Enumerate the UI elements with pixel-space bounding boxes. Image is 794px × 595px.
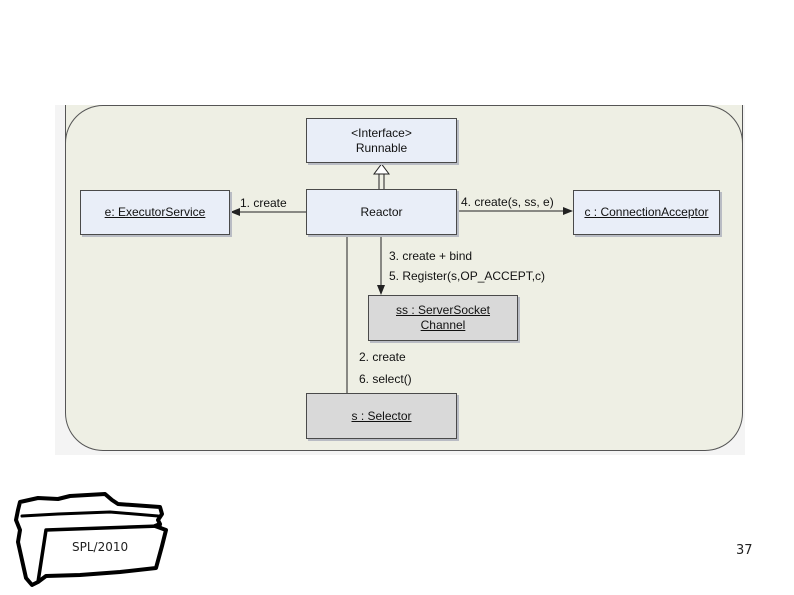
- server-socket-channel-box: ss : ServerSocket Channel: [368, 295, 518, 341]
- server-socket-line2: Channel: [420, 318, 466, 332]
- label-register: 5. Register(s,OP_ACCEPT,c): [389, 269, 546, 283]
- label-create-acceptor: 4. create(s, ss, e): [461, 195, 554, 209]
- label-select: 6. select(): [359, 372, 412, 386]
- label-create-bind: 3. create + bind: [389, 249, 473, 263]
- footer-course-label: SPL/2010: [72, 540, 129, 554]
- runnable-interface-box: <Interface> Runnable: [306, 118, 457, 163]
- folder-logo-icon: [14, 492, 168, 587]
- runnable-stereotype: <Interface>: [351, 125, 412, 140]
- runnable-name: Runnable: [355, 140, 408, 155]
- executor-service-box: e: ExecutorService: [80, 190, 230, 235]
- executor-name: e: ExecutorService: [104, 205, 206, 219]
- selector-box: s : Selector: [306, 393, 457, 439]
- connection-acceptor-box: c : ConnectionAcceptor: [573, 190, 720, 235]
- selector-name: s : Selector: [351, 408, 412, 423]
- reactor-name: Reactor: [360, 204, 403, 219]
- page-number: 37: [736, 543, 753, 558]
- label-create-selector: 2. create: [359, 350, 406, 364]
- reactor-box: Reactor: [306, 189, 457, 235]
- server-socket-line1: ss : ServerSocket: [395, 303, 491, 317]
- label-create-executor: 1. create: [240, 196, 287, 210]
- inheritance-arrowhead: [373, 163, 390, 175]
- acceptor-name: c : ConnectionAcceptor: [584, 205, 709, 219]
